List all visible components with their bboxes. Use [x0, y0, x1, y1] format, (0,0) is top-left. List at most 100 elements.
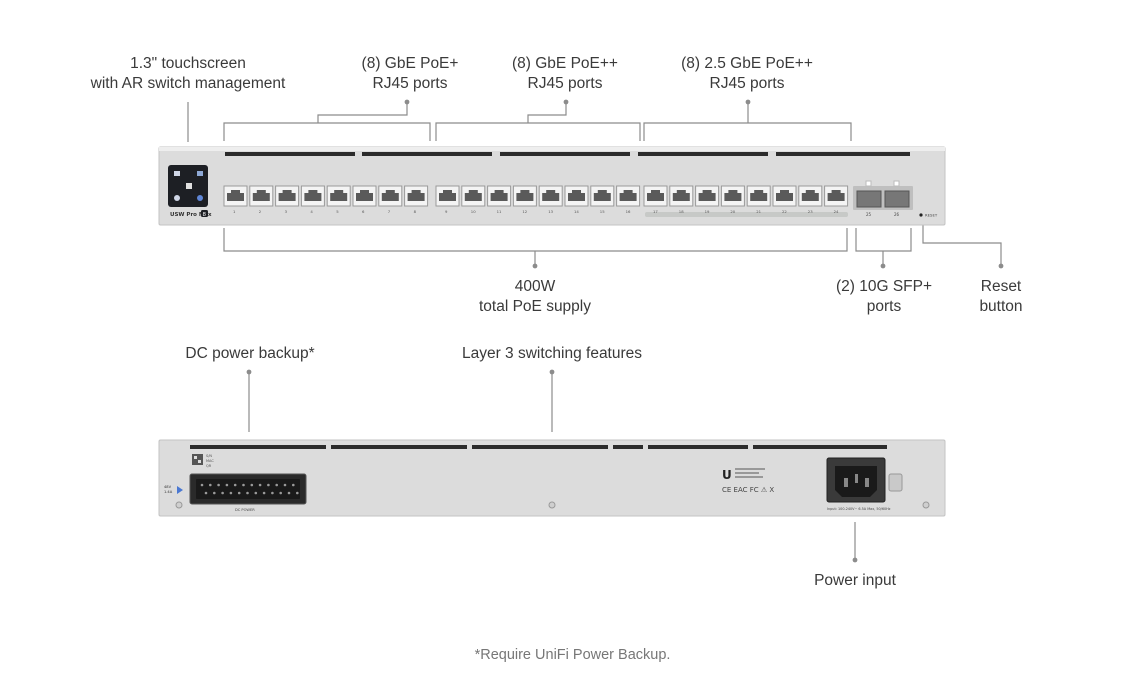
- dc-pin: [258, 483, 262, 487]
- sfp-port-number: 26: [894, 212, 900, 217]
- rj45-port-label: 12: [522, 209, 527, 214]
- rj45-port-jack: [776, 190, 793, 201]
- sfp-port-26[interactable]: [884, 190, 910, 208]
- dc-pin: [275, 483, 279, 487]
- sticker-line: S/N: [206, 454, 212, 458]
- sfp-port-25[interactable]: [856, 190, 882, 208]
- rj45-port-jack: [827, 190, 845, 201]
- port-group-strip: [645, 212, 848, 217]
- rj45-port-jack: [227, 190, 244, 201]
- rj45-port-label: 2: [259, 209, 262, 214]
- vent-slot: [638, 152, 768, 156]
- leader-poe-plus: [223, 102, 431, 141]
- rj45-port-jack: [464, 190, 482, 201]
- rj45-port-label: 4: [310, 209, 313, 214]
- back-chassis: [158, 439, 946, 517]
- rj45-port-label: 7: [388, 209, 391, 214]
- rj45-port-jack: [568, 190, 585, 201]
- callout-dc-power-backup: DC power backup*: [185, 345, 315, 362]
- dc-pin: [292, 483, 295, 487]
- dc-pin: [254, 491, 258, 495]
- dc-pin: [233, 483, 237, 487]
- dc-pin: [242, 483, 245, 487]
- leader-reset: [922, 218, 1002, 266]
- callout-poe-plus-plus-ports: (8) GbE PoE++ RJ45 ports: [512, 55, 618, 92]
- rj45-port-label: 14: [574, 209, 579, 214]
- dc-pin: [262, 491, 266, 495]
- rj45-port-jack: [439, 190, 456, 201]
- rj45-port-label: 21: [756, 209, 761, 214]
- callout-sfp-ports: (2) 10G SFP+ ports: [835, 278, 933, 315]
- dc-pin: [267, 483, 270, 487]
- dc-side-label: 48V: [164, 485, 172, 489]
- rj45-port-jack: [330, 190, 348, 201]
- sticker-line: QR: [206, 464, 212, 468]
- vent-slot: [225, 152, 355, 156]
- rj45-port-jack: [672, 190, 690, 201]
- leader-2-5g-poe: [643, 102, 852, 141]
- vent-slot: [753, 445, 887, 449]
- rj45-port-jack: [252, 190, 270, 201]
- rj45-port-label: 13: [548, 209, 553, 214]
- front-vents: [225, 152, 910, 156]
- screen-icons: [174, 171, 203, 201]
- sticker-line: MAC: [206, 459, 214, 463]
- sfp-port-number: 25: [866, 212, 872, 217]
- dc-pin: [237, 491, 241, 495]
- rj45-port-jack: [542, 190, 560, 201]
- dc-pin: [229, 491, 233, 495]
- vent-slot: [613, 445, 643, 449]
- screw: [175, 501, 183, 509]
- footnote: *Require UniFi Power Backup.: [474, 647, 671, 663]
- rj45-port-label: 22: [782, 209, 787, 214]
- rj45-port-label: 15: [600, 209, 605, 214]
- reset-button[interactable]: [919, 213, 923, 217]
- sfp-led: [893, 180, 900, 187]
- rj45-port-jack: [516, 190, 534, 201]
- rj45-port-label: 17: [653, 209, 658, 214]
- vent-slot: [776, 152, 910, 156]
- rj45-port-jack: [304, 190, 322, 201]
- rj45-port-jack: [801, 190, 819, 201]
- rj45-port-jack: [407, 190, 425, 201]
- rj45-port-jack: [647, 190, 664, 201]
- rj45-port-label: 6: [362, 209, 365, 214]
- dc-pin: [246, 491, 249, 495]
- callout-poe-supply: 400W total PoE supply: [478, 278, 591, 315]
- vent-slot: [362, 152, 492, 156]
- rj45-port-jack: [278, 190, 296, 201]
- ubiquiti-logo: U: [722, 468, 732, 482]
- rj45-port-label: 16: [626, 209, 631, 214]
- vent-slot: [190, 445, 326, 449]
- back-vents: [190, 445, 887, 449]
- dc-pin: [225, 483, 229, 487]
- callout-poe-plus-ports: (8) GbE PoE+ RJ45 ports: [361, 55, 459, 92]
- rj45-port-label: 18: [679, 209, 684, 214]
- vent-slot: [648, 445, 748, 449]
- model-label: USW Pro Max: [170, 212, 212, 218]
- rj45-port-label: 1: [233, 209, 236, 214]
- play-icon: [177, 486, 183, 494]
- callout-layer3-features: Layer 3 switching features: [461, 345, 643, 362]
- regulatory-marks: CE EAC FC ⚠ X: [722, 486, 774, 494]
- rj45-port-label: 24: [834, 209, 839, 214]
- vent-slot: [472, 445, 608, 449]
- dc-side-label: 1.4A: [164, 490, 173, 494]
- rj45-port-jack: [619, 190, 637, 201]
- rj45-port-label: 20: [730, 209, 735, 214]
- rj45-port-label: 5: [336, 209, 339, 214]
- model-badge: 8: [203, 212, 207, 218]
- vent-slot: [500, 152, 630, 156]
- rj45-port-label: 3: [285, 209, 288, 214]
- dc-pin: [209, 483, 212, 487]
- dc-pin: [200, 483, 204, 487]
- power-rating-text: Input: 100-240V~ 6.5A Max, 50/60Hz: [827, 507, 891, 511]
- rj45-port-jack: [356, 190, 373, 201]
- callout-power-input: Power input: [814, 572, 896, 589]
- dc-pin: [287, 491, 291, 495]
- rj45-port-jack: [724, 190, 742, 201]
